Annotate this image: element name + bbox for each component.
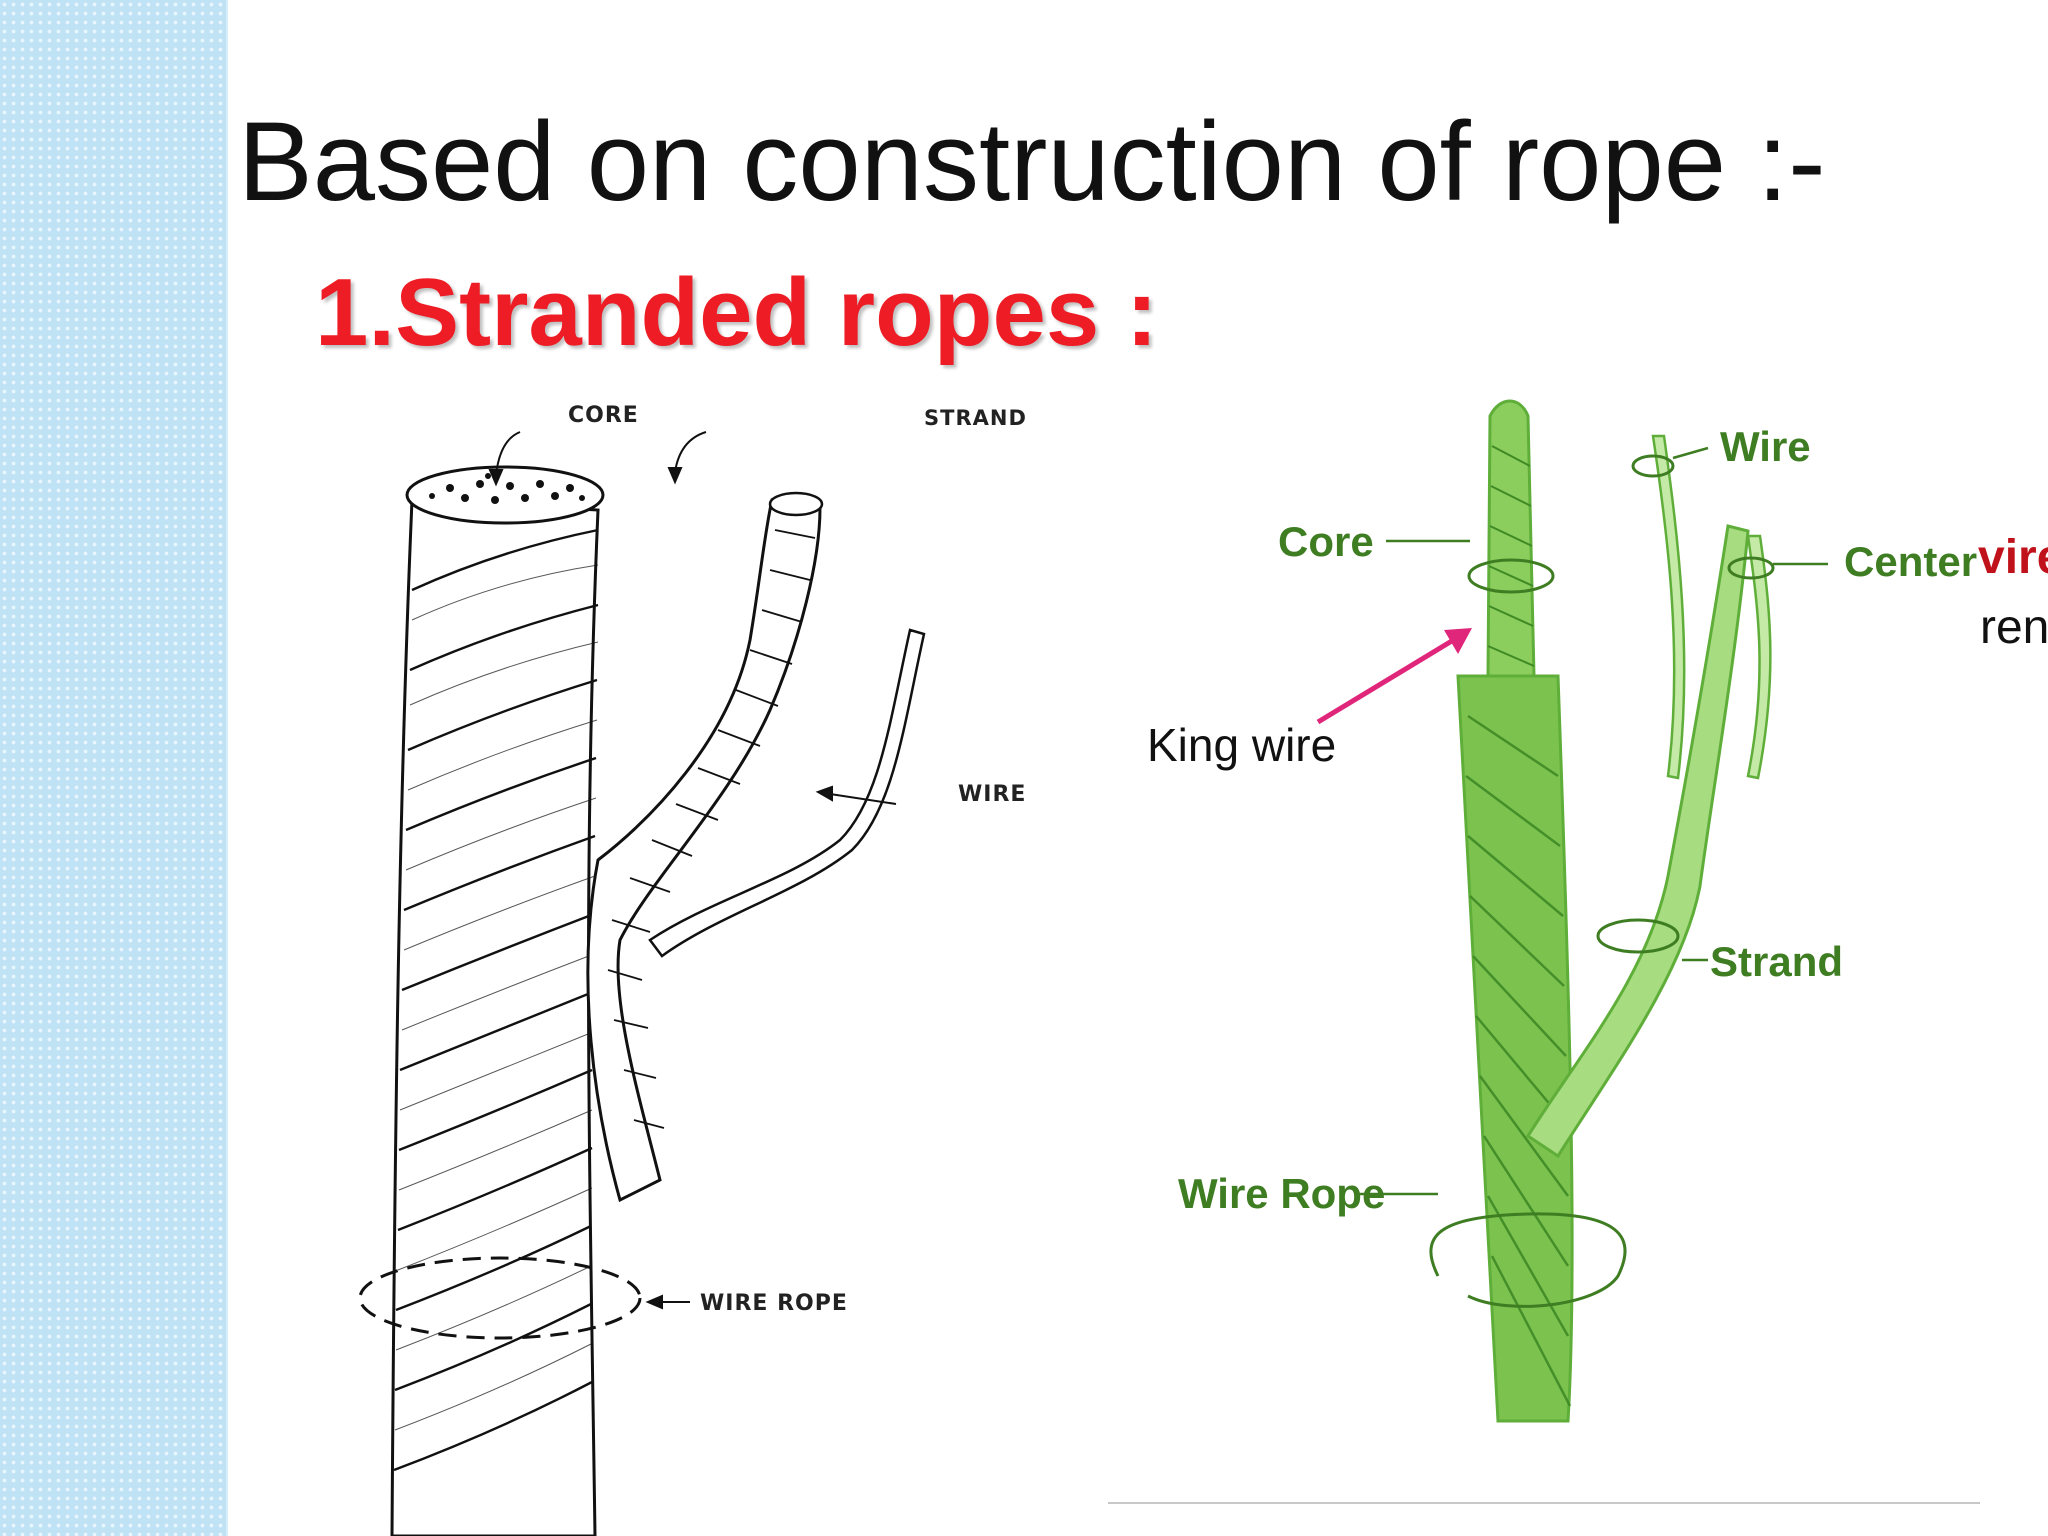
label-wire: WIRE [958, 782, 1026, 807]
cut-off-black-text: ren [1980, 601, 2048, 654]
king-wire-annotation: King wire [1147, 719, 1337, 771]
green-strand [1525, 524, 1750, 1159]
rope-wire-ends [429, 473, 585, 504]
green-center-wire [1746, 534, 1772, 780]
single-wire [648, 628, 926, 958]
label-strand: STRAND [924, 406, 1027, 430]
wire-rope-dashed-loop [358, 1256, 642, 1340]
label-center-green: Center [1844, 538, 1977, 585]
label-core: CORE [568, 403, 639, 428]
label-core-green: Core [1278, 518, 1374, 565]
rope-body-outline [390, 498, 600, 1536]
king-wire-arrow [1316, 628, 1472, 725]
figure-bottom-divider [1108, 1502, 1980, 1504]
label-leader-arrows [488, 431, 897, 1310]
slide-title: Based on construction of rope :- [238, 99, 1826, 224]
label-strand-green: Strand [1710, 938, 1843, 985]
green-circular-arrows [1429, 454, 1775, 1308]
rope-cross-section [405, 465, 605, 525]
stranded-rope-line-drawing: CORE STRAND WIRE WIRE ROPE [358, 403, 1027, 1536]
green-wire-rope-diagram: Wire Core Center Strand Wire Rope [1178, 399, 1977, 1423]
label-wire-rope-green: Wire Rope [1178, 1170, 1385, 1217]
label-wire-rope: WIRE ROPE [700, 1291, 848, 1316]
slide-subtitle: 1.Stranded ropes : [315, 259, 1158, 366]
green-leader-lines [1358, 446, 1828, 1196]
cut-off-red-text: vire [1978, 531, 2048, 584]
rope-strand-helix-lines [393, 528, 599, 1472]
green-core [1486, 399, 1536, 678]
decorative-side-band [0, 0, 228, 1536]
green-rope-body [1456, 674, 1574, 1423]
green-wire [1651, 434, 1686, 780]
label-wire-green: Wire [1720, 423, 1811, 470]
unwound-strand [586, 498, 822, 1203]
